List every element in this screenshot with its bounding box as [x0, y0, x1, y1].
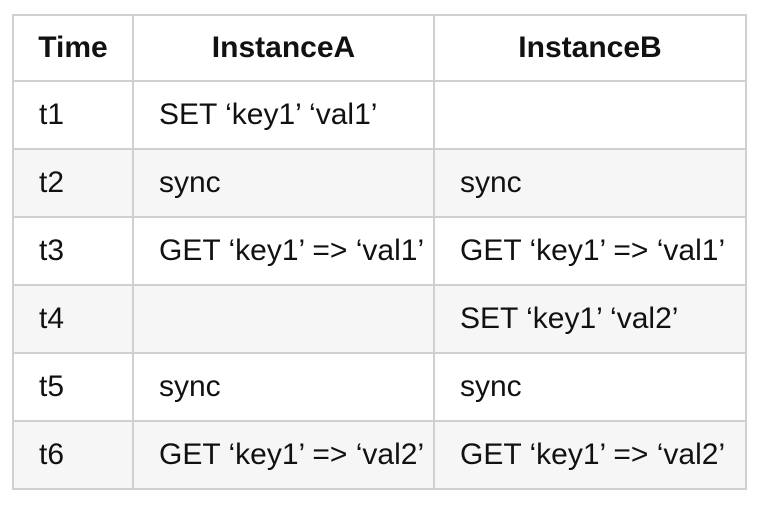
header-instance-a: InstanceA	[132, 14, 435, 82]
time-cell: t5	[12, 352, 134, 422]
instance-a-cell: GET ‘key1’ => ‘val2’	[132, 420, 435, 490]
time-cell: t3	[12, 216, 134, 286]
sync-table-container: Time InstanceA InstanceB t1 SET ‘key1’ ‘…	[12, 14, 747, 490]
instance-sync-table: Time InstanceA InstanceB t1 SET ‘key1’ ‘…	[12, 14, 747, 490]
table-row: t4 SET ‘key1’ ‘val2’	[12, 284, 747, 354]
table-row: t1 SET ‘key1’ ‘val1’	[12, 80, 747, 150]
time-cell: t1	[12, 80, 134, 150]
instance-b-cell: GET ‘key1’ => ‘val2’	[433, 420, 747, 490]
instance-a-cell: SET ‘key1’ ‘val1’	[132, 80, 435, 150]
instance-b-cell: GET ‘key1’ => ‘val1’	[433, 216, 747, 286]
table-row: t6 GET ‘key1’ => ‘val2’ GET ‘key1’ => ‘v…	[12, 420, 747, 490]
time-cell: t2	[12, 148, 134, 218]
instance-b-cell	[433, 80, 747, 150]
time-cell: t4	[12, 284, 134, 354]
table-row: t2 sync sync	[12, 148, 747, 218]
instance-a-cell: sync	[132, 352, 435, 422]
header-instance-b: InstanceB	[433, 14, 747, 82]
header-row: Time InstanceA InstanceB	[12, 14, 747, 82]
instance-a-cell: GET ‘key1’ => ‘val1’	[132, 216, 435, 286]
instance-b-cell: SET ‘key1’ ‘val2’	[433, 284, 747, 354]
header-time: Time	[12, 14, 134, 82]
instance-a-cell: sync	[132, 148, 435, 218]
table-row: t3 GET ‘key1’ => ‘val1’ GET ‘key1’ => ‘v…	[12, 216, 747, 286]
instance-b-cell: sync	[433, 352, 747, 422]
instance-b-cell: sync	[433, 148, 747, 218]
table-row: t5 sync sync	[12, 352, 747, 422]
time-cell: t6	[12, 420, 134, 490]
instance-a-cell	[132, 284, 435, 354]
